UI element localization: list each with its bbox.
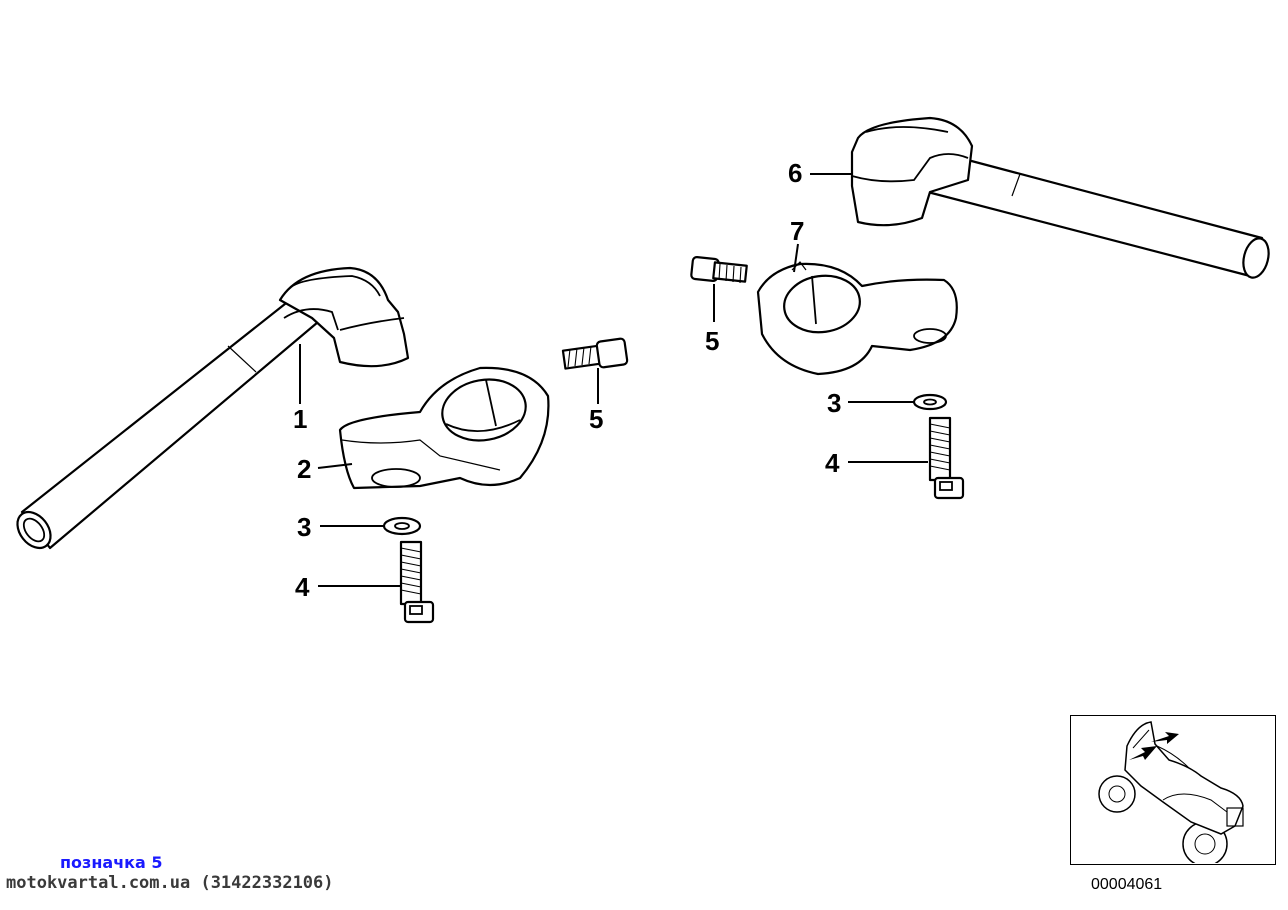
callout-4-left: 4 bbox=[295, 572, 310, 602]
right-handlebar bbox=[850, 116, 1270, 279]
callout-6: 6 bbox=[788, 158, 802, 188]
callout-3-right: 3 bbox=[827, 388, 841, 418]
motorcycle-illustration bbox=[1098, 721, 1244, 867]
right-clamp bbox=[756, 261, 958, 376]
callout-1: 1 bbox=[293, 404, 307, 434]
diagram-id: 00004061 bbox=[1091, 876, 1163, 893]
callout-5-right: 5 bbox=[705, 326, 719, 356]
left-bolt-short bbox=[561, 337, 629, 370]
callout-7: 7 bbox=[790, 216, 804, 246]
callout-5-left: 5 bbox=[589, 404, 603, 434]
callout-2: 2 bbox=[297, 454, 311, 484]
right-washer bbox=[912, 393, 948, 411]
watermark-text: motokvartal.com.ua (31422332106) bbox=[6, 873, 334, 893]
right-bolt-short bbox=[690, 255, 748, 284]
caption-label: позначка 5 bbox=[60, 853, 163, 872]
left-washer bbox=[382, 516, 422, 536]
left-handlebar bbox=[16, 266, 410, 550]
left-bolt-long bbox=[399, 540, 435, 624]
callout-4-right: 4 bbox=[825, 448, 840, 478]
right-bolt-long bbox=[928, 416, 965, 500]
locator-inset bbox=[1070, 715, 1276, 867]
callout-3-left: 3 bbox=[297, 512, 311, 542]
left-clamp bbox=[338, 366, 550, 490]
